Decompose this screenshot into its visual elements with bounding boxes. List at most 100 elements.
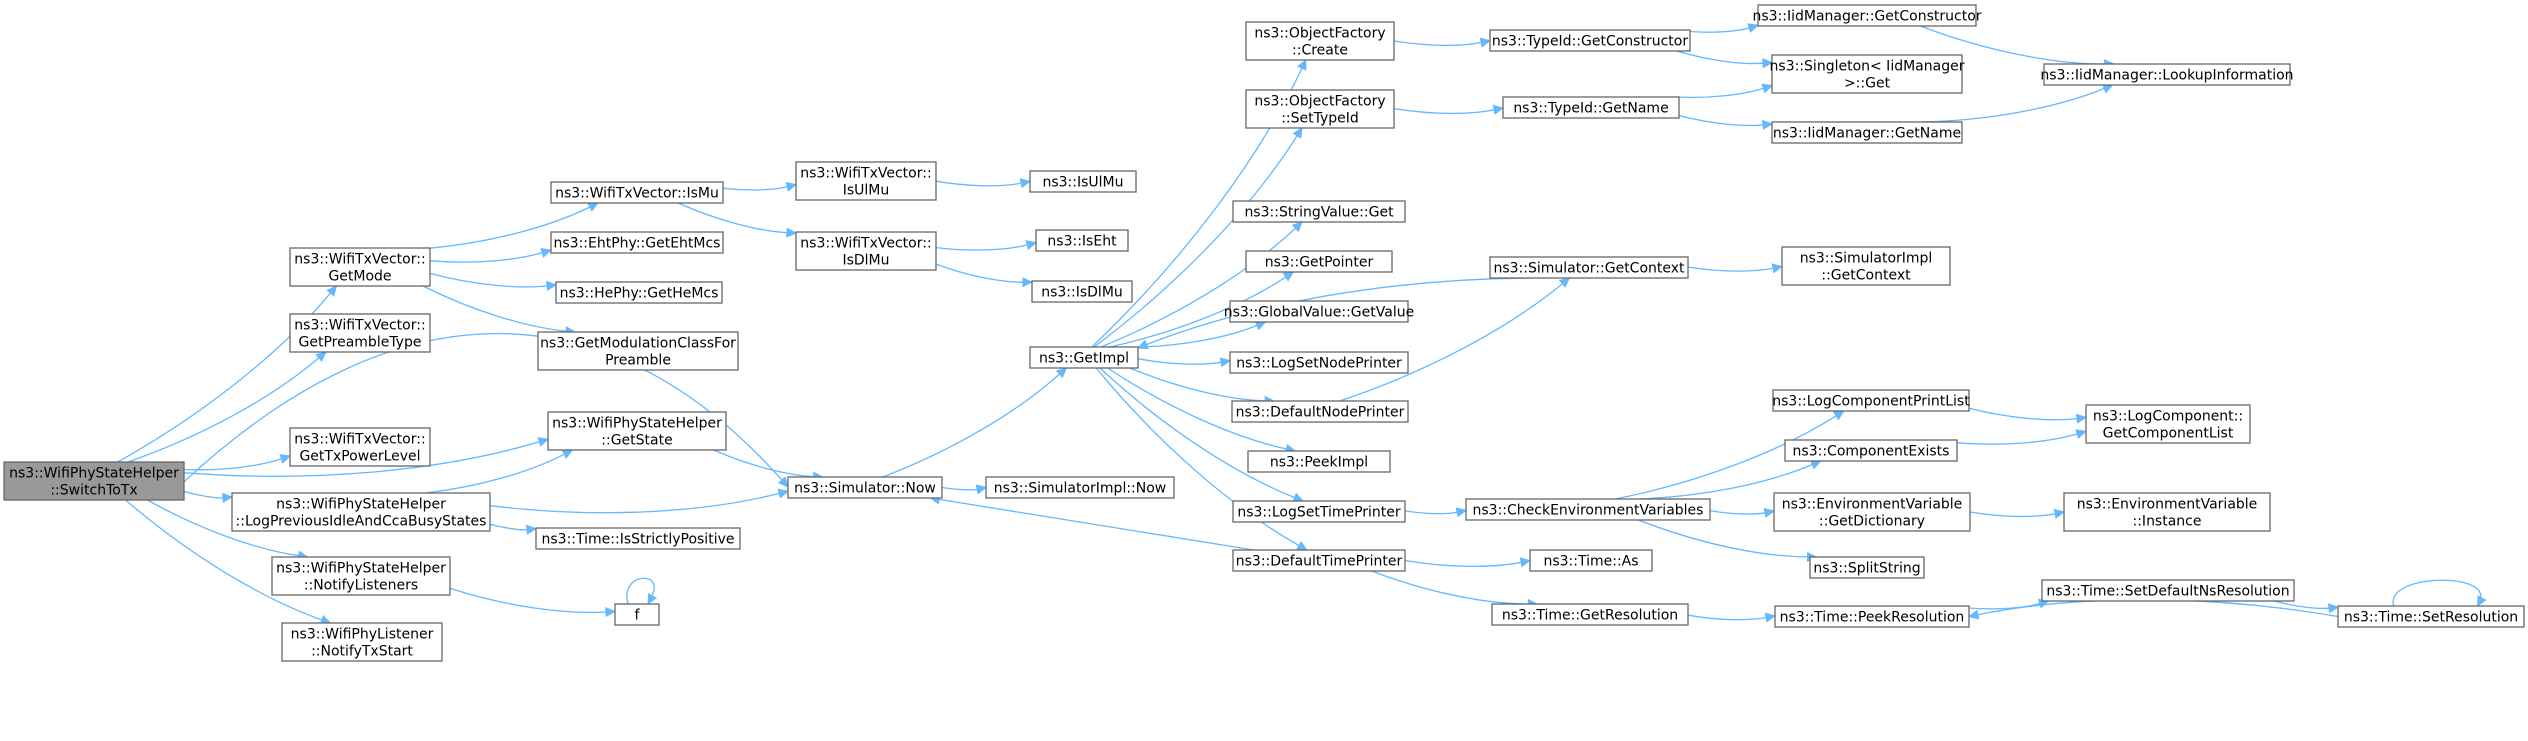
node-simGetContext[interactable]: ns3::Simulator::GetContext xyxy=(1489,256,1689,279)
node-envGetDict[interactable]: ns3::EnvironmentVariable::GetDictionary xyxy=(1773,492,1971,532)
node-timeSetRes[interactable]: ns3::Time::SetResolution xyxy=(2337,605,2525,628)
node-switchToTx[interactable]: ns3::WifiPhyStateHelper::SwitchToTx xyxy=(3,461,185,501)
node-getMode[interactable]: ns3::WifiTxVector::GetMode xyxy=(289,247,431,287)
node-label: ns3::WifiPhyListener xyxy=(291,627,434,643)
node-iidLookup[interactable]: ns3::IidManager::LookupInformation xyxy=(2040,63,2294,86)
node-singletonGet[interactable]: ns3::Singleton< IidManager>::Get xyxy=(1770,54,1965,94)
node-componentExists[interactable]: ns3::ComponentExists xyxy=(1784,439,1958,462)
node-label: ::Create xyxy=(1292,43,1348,59)
node-logCompGetList[interactable]: ns3::LogComponent::GetComponentList xyxy=(2085,404,2251,444)
node-simImplGetContext[interactable]: ns3::SimulatorImpl::GetContext xyxy=(1781,246,1951,286)
node-label: ::NotifyTxStart xyxy=(311,644,413,660)
edge-timeSetDefaultNs-to-timeSetRes xyxy=(2274,600,2340,614)
node-getEhtMcs[interactable]: ns3::EhtPhy::GetEhtMcs xyxy=(550,231,724,254)
node-logSetNodePrinter[interactable]: ns3::LogSetNodePrinter xyxy=(1229,351,1409,374)
node-timePeekRes[interactable]: ns3::Time::PeekResolution xyxy=(1774,605,1970,628)
node-label: ns3::IidManager::GetConstructor xyxy=(1752,9,1981,25)
node-defaultNodePrinter[interactable]: ns3::DefaultNodePrinter xyxy=(1231,400,1409,423)
node-label: ns3::HePhy::GetHeMcs xyxy=(560,286,719,302)
node-label: ns3::CheckEnvironmentVariables xyxy=(1473,503,1704,519)
node-label: ns3::DefaultNodePrinter xyxy=(1236,405,1405,421)
node-label: ns3::StringValue::Get xyxy=(1244,205,1394,221)
node-notifyListeners[interactable]: ns3::WifiPhyStateHelper::NotifyListeners xyxy=(271,556,451,596)
node-logSetTimePrinter[interactable]: ns3::LogSetTimePrinter xyxy=(1232,500,1406,523)
node-timeAs[interactable]: ns3::Time::As xyxy=(1529,549,1653,572)
node-getState[interactable]: ns3::WifiPhyStateHelper::GetState xyxy=(547,411,727,451)
node-label: ns3::EhtPhy::GetEhtMcs xyxy=(554,236,721,252)
node-notifyTxStart[interactable]: ns3::WifiPhyListener::NotifyTxStart xyxy=(281,622,443,662)
edge-timeSetRes-to-timeSetRes xyxy=(2392,579,2487,608)
node-getImpl[interactable]: ns3::GetImpl xyxy=(1029,346,1139,369)
node-label: ns3::PeekImpl xyxy=(1270,455,1368,471)
node-label: ::NotifyListeners xyxy=(304,578,418,594)
node-label: ns3::WifiTxVector:: xyxy=(800,166,931,182)
edge-typeIdGetCtor-to-singletonGet xyxy=(1676,50,1774,69)
edge-f-to-f xyxy=(626,577,658,606)
edge-getImpl-to-getPointer xyxy=(1109,271,1295,348)
node-timeGetRes[interactable]: ns3::Time::GetResolution xyxy=(1491,603,1689,626)
node-defaultTimePrinter[interactable]: ns3::DefaultTimePrinter xyxy=(1232,549,1406,572)
node-isEht[interactable]: ns3::IsEht xyxy=(1035,229,1129,252)
node-label: ns3::GetModulationClassFor xyxy=(540,336,736,352)
node-peekImpl[interactable]: ns3::PeekImpl xyxy=(1247,450,1391,473)
edge-componentExists-to-logCompGetList xyxy=(1956,429,2088,445)
node-label: ns3::WifiTxVector:: xyxy=(294,252,425,268)
node-isDlMu[interactable]: ns3::IsDlMu xyxy=(1031,280,1133,303)
node-ofSetTypeId[interactable]: ns3::ObjectFactory::SetTypeId xyxy=(1245,89,1395,129)
edge-envGetDict-to-envInstance xyxy=(1969,508,2066,519)
node-iidGetCtor[interactable]: ns3::IidManager::GetConstructor xyxy=(1752,4,1982,27)
edge-timePeekRes-to-timeSetDefaultNs xyxy=(1968,598,2050,610)
node-label: ns3::IsDlMu xyxy=(1041,285,1123,301)
edges-layer xyxy=(117,23,2487,625)
edge-ofCreate-to-typeIdGetCtor xyxy=(1393,37,1492,48)
node-label: ::GetState xyxy=(601,433,672,449)
node-iidGetName[interactable]: ns3::IidManager::GetName xyxy=(1771,121,1963,144)
node-label: ns3::TypeId::GetConstructor xyxy=(1492,34,1688,50)
node-gvGetValue[interactable]: ns3::GlobalValue::GetValue xyxy=(1224,300,1414,323)
node-label: ns3::WifiPhyStateHelper xyxy=(552,416,722,432)
node-envInstance[interactable]: ns3::EnvironmentVariable::Instance xyxy=(2063,492,2271,532)
node-label: GetMode xyxy=(328,269,391,285)
node-getHeMcs[interactable]: ns3::HePhy::GetHeMcs xyxy=(555,281,723,304)
edge-getImpl-to-ofSetTypeId xyxy=(1093,127,1303,348)
node-label: ns3::Time::SetDefaultNsResolution xyxy=(2046,584,2289,600)
node-isUlMuV[interactable]: ns3::WifiTxVector::IsUlMu xyxy=(795,161,937,201)
node-label: ::GetContext xyxy=(1821,268,1911,284)
node-logPrev[interactable]: ns3::WifiPhyStateHelper::LogPreviousIdle… xyxy=(231,492,491,532)
node-getPreambleType[interactable]: ns3::WifiTxVector::GetPreambleType xyxy=(289,313,431,353)
node-getPointer[interactable]: ns3::GetPointer xyxy=(1245,250,1393,273)
node-f[interactable]: f xyxy=(614,603,660,626)
node-label: ns3::WifiPhyStateHelper xyxy=(9,466,179,482)
node-label: f xyxy=(635,608,641,624)
node-label: ::SetTypeId xyxy=(1281,111,1359,127)
node-timeSetDefaultNs[interactable]: ns3::Time::SetDefaultNsResolution xyxy=(2041,579,2295,602)
node-label: IsDlMu xyxy=(842,253,889,269)
edge-switchToTx-to-simNow xyxy=(183,332,789,488)
edge-logSetTimePrinter-to-checkEnv xyxy=(1404,507,1468,518)
node-typeIdGetName[interactable]: ns3::TypeId::GetName xyxy=(1502,96,1680,119)
node-label: ns3::EnvironmentVariable xyxy=(2077,497,2258,513)
edge-getImpl-to-stringValueGet xyxy=(1100,221,1303,348)
edge-checkEnv-to-envGetDict xyxy=(1709,507,1776,518)
node-label: >::Get xyxy=(1844,76,1891,92)
node-label: ns3::WifiTxVector:: xyxy=(294,432,425,448)
node-isDlMuV[interactable]: ns3::WifiTxVector::IsDlMu xyxy=(795,231,937,271)
node-isUlMu[interactable]: ns3::IsUlMu xyxy=(1029,170,1137,193)
node-simImplNow[interactable]: ns3::SimulatorImpl::Now xyxy=(985,476,1175,499)
node-isMu[interactable]: ns3::WifiTxVector::IsMu xyxy=(550,181,724,204)
node-isStrictlyPositive[interactable]: ns3::Time::IsStrictlyPositive xyxy=(535,527,741,550)
node-label: GetTxPowerLevel xyxy=(299,449,420,465)
node-typeIdGetCtor[interactable]: ns3::TypeId::GetConstructor xyxy=(1489,29,1691,52)
node-logCompPrintList[interactable]: ns3::LogComponentPrintList xyxy=(1772,389,1970,412)
node-label: ::Instance xyxy=(2133,514,2202,530)
node-ofCreate[interactable]: ns3::ObjectFactory::Create xyxy=(1245,21,1395,61)
node-label: ns3::SimulatorImpl::Now xyxy=(994,481,1167,497)
node-splitString[interactable]: ns3::SplitString xyxy=(1809,556,1925,579)
node-label: ns3::IidManager::GetName xyxy=(1773,126,1961,142)
node-simNow[interactable]: ns3::Simulator::Now xyxy=(787,476,943,499)
edge-switchToTx-to-getTxPowerLevel xyxy=(183,454,292,471)
node-checkEnv[interactable]: ns3::CheckEnvironmentVariables xyxy=(1465,498,1711,521)
node-getTxPowerLevel[interactable]: ns3::WifiTxVector::GetTxPowerLevel xyxy=(289,427,431,467)
node-stringValueGet[interactable]: ns3::StringValue::Get xyxy=(1232,200,1406,223)
